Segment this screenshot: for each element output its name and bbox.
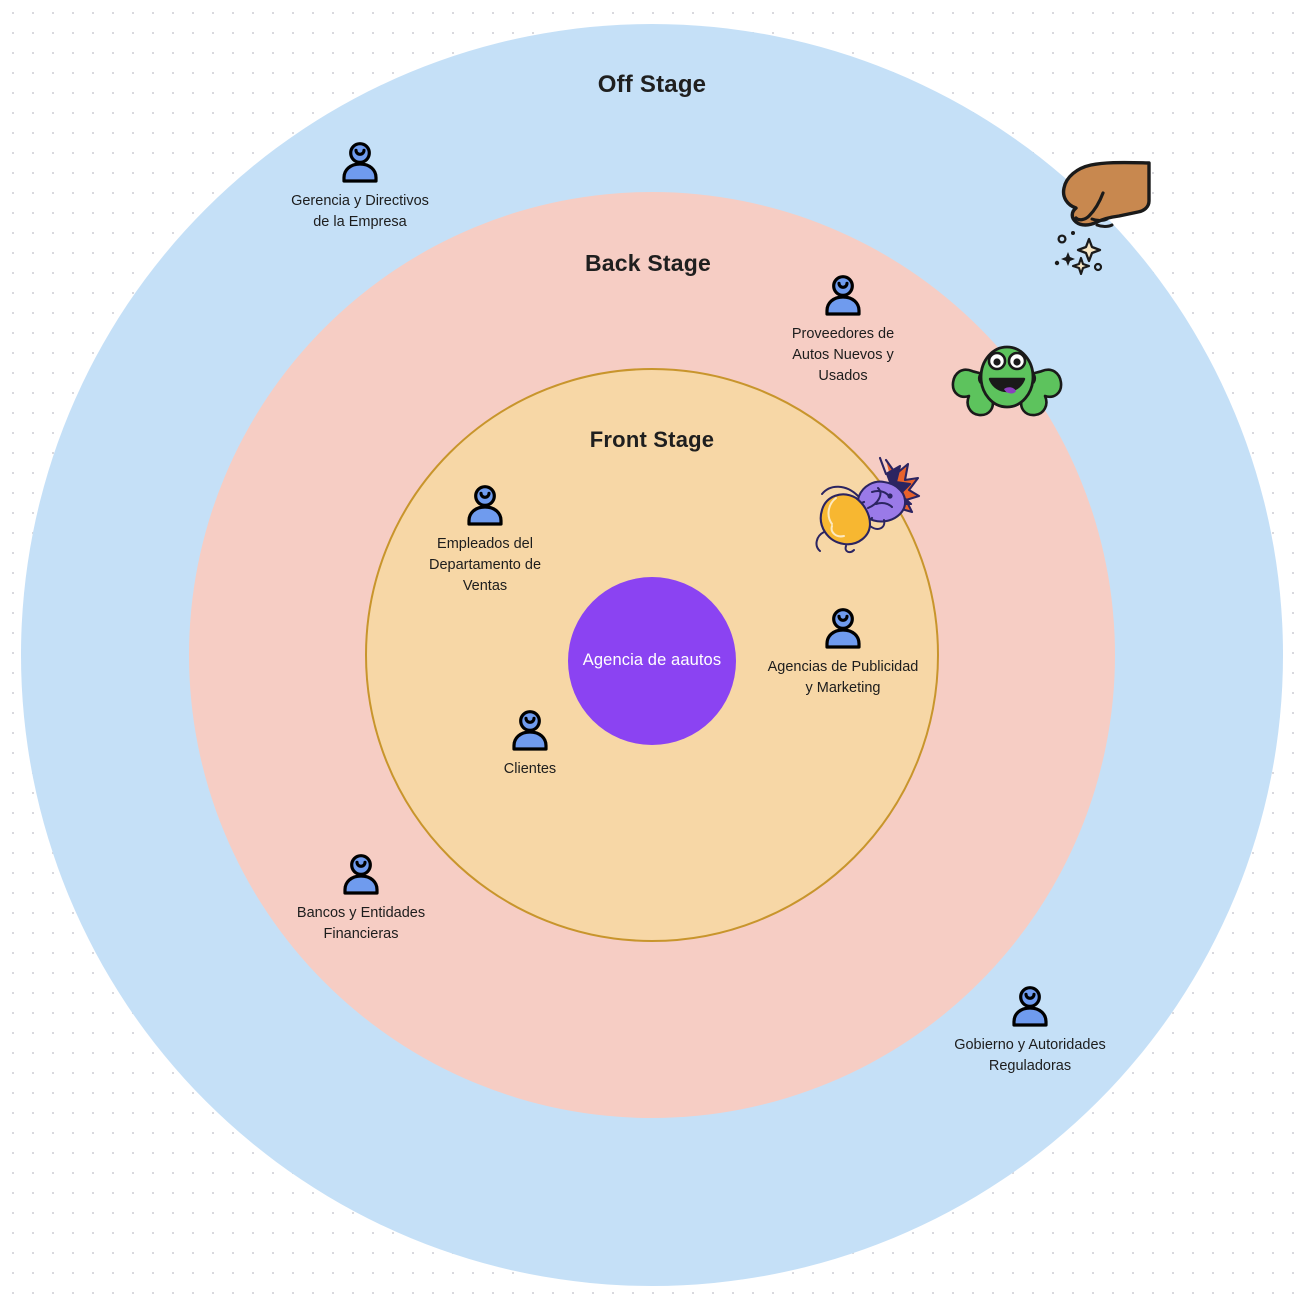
stakeholder-label: Gerencia y Directivos de la Empresa [291, 193, 429, 230]
stakeholder-gobierno-autoridades[interactable]: Gobierno y Autoridades Reguladoras [935, 983, 1125, 1077]
stakeholder-label: Clientes [503, 761, 557, 777]
center-node-agencia-de-autos[interactable]: Agencia de aautos [568, 577, 736, 745]
stakeholder-clientes[interactable]: Clientes [465, 707, 595, 780]
ring-title-off-stage: Off Stage [597, 71, 707, 98]
stakeholder-empleados-ventas[interactable]: Empleados del Departamento de Ventas [400, 482, 570, 597]
person-icon [461, 482, 509, 530]
person-icon [819, 605, 867, 653]
stakeholder-gerencia-directivos[interactable]: Gerencia y Directivos de la Empresa [265, 139, 455, 233]
fire-dragon-sticker[interactable] [812, 452, 922, 554]
person-icon [819, 272, 867, 320]
person-icon [1006, 983, 1054, 1031]
ring-title-back-stage: Back Stage [584, 250, 711, 276]
ring-front-stage [365, 368, 939, 942]
stakeholder-label: Agencias de Publicidad y Marketing [767, 659, 919, 696]
stakeholder-proveedores-autos[interactable]: Proveedores de Autos Nuevos y Usados [758, 272, 928, 387]
center-node-label: Agencia de aautos [582, 651, 722, 670]
stakeholder-bancos-entidades[interactable]: Bancos y Entidades Financieras [276, 851, 446, 945]
person-icon [337, 851, 385, 899]
stakeholder-label: Proveedores de Autos Nuevos y Usados [791, 326, 895, 384]
hand-sparkle-sticker[interactable] [1045, 155, 1157, 276]
ring-title-front-stage: Front Stage [589, 427, 715, 452]
green-frog-sticker[interactable] [948, 337, 1066, 429]
person-icon [336, 139, 384, 187]
person-icon [506, 707, 554, 755]
stakeholder-label: Empleados del Departamento de Ventas [428, 536, 542, 594]
stakeholder-label: Gobierno y Autoridades Reguladoras [954, 1037, 1106, 1074]
stakeholder-agencias-publicidad[interactable]: Agencias de Publicidad y Marketing [748, 605, 938, 699]
stakeholder-label: Bancos y Entidades Financieras [296, 905, 426, 942]
